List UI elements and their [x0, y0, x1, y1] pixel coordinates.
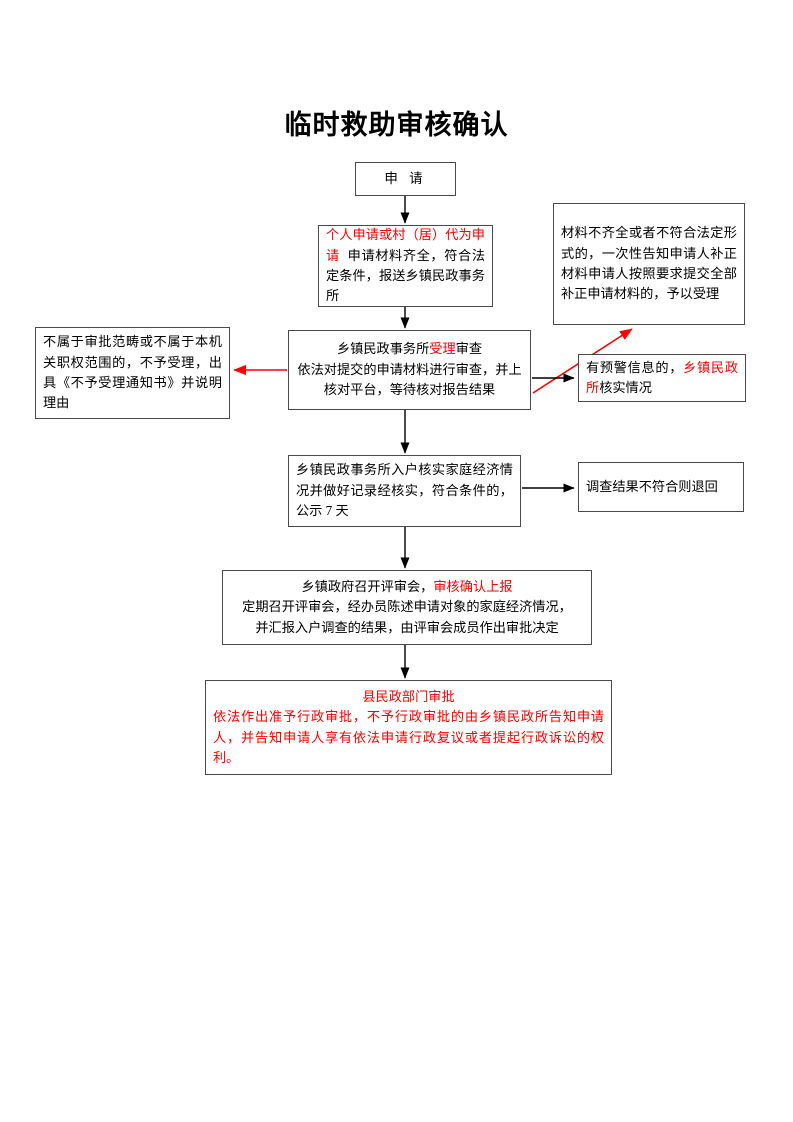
node-submit-text: 个人申请或村（居）代为申请 申请材料齐全，符合法定条件，报送乡镇民政事务所 — [326, 225, 485, 307]
node-review-highlight: 审核确认上报 — [433, 578, 513, 594]
node-county-approval[interactable]: 县民政部门审批 依法作出准予行政审批，不予行政审批的由乡镇民政所告知申请人，并告… — [205, 680, 612, 775]
node-acceptance-review[interactable]: 乡镇民政事务所受理审查 依法对提交的申请材料进行审查，并上核对平台，等待核对报告… — [288, 330, 531, 410]
node-approval-headline: 县民政部门审批 — [362, 688, 455, 704]
node-apply[interactable]: 申 请 — [355, 162, 456, 196]
node-review-body-line1: 定期召开评审会，经办员陈述申请对象的家庭经济情况， — [242, 599, 572, 615]
node-accept-highlight: 受理 — [429, 341, 456, 357]
node-review-headline: 乡镇政府召开评审会，审核确认上报 — [301, 578, 513, 594]
node-homevisit-text: 乡镇民政事务所入户核实家庭经济情况并做好记录经核实，符合条件的，公示 7 天 — [296, 462, 513, 519]
node-home-visit[interactable]: 乡镇民政事务所入户核实家庭经济情况并做好记录经核实，符合条件的，公示 7 天 — [288, 455, 521, 527]
node-review-meeting[interactable]: 乡镇政府召开评审会，审核确认上报 定期召开评审会，经办员陈述申请对象的家庭经济情… — [222, 570, 592, 645]
node-accept-headline: 乡镇民政事务所受理审查 — [336, 341, 483, 357]
node-submit-body: 申请材料齐全，符合法定条件，报送乡镇民政事务所 — [326, 247, 486, 304]
node-warning-highlight: 乡镇民政所 — [586, 359, 739, 395]
node-accept-body: 依法对提交的申请材料进行审查，并上核对平台，等待核对报告结果 — [297, 361, 522, 398]
node-warning-text: 有预警信息的，乡镇民政所核实情况 — [586, 359, 739, 395]
node-incomplete-materials[interactable]: 材料不齐全或者不符合法定形式的，一次性告知申请人补正材料申请人按照要求提交全部补… — [553, 203, 745, 325]
node-reject-text: 不属于审批范畴或不属于本机关职权范围的，不予受理，出具《不予受理通知书》并说明理… — [43, 334, 222, 411]
node-return-text: 调查结果不符合则退回 — [586, 478, 718, 494]
node-approval-body: 依法作出准予行政审批，不予行政审批的由乡镇民政所告知申请人，并告知申请人享有依法… — [213, 709, 604, 765]
page-title: 临时救助审核确认 — [284, 110, 509, 140]
node-investigation-return[interactable]: 调查结果不符合则退回 — [578, 462, 744, 512]
node-submit-headline: 个人申请或村（居）代为申请 — [326, 227, 485, 263]
node-not-accepted[interactable]: 不属于审批范畴或不属于本机关职权范围的，不予受理，出具《不予受理通知书》并说明理… — [35, 327, 230, 419]
node-submit[interactable]: 个人申请或村（居）代为申请 申请材料齐全，符合法定条件，报送乡镇民政事务所 — [318, 225, 493, 307]
node-review-body-line2: 并汇报入户调查的结果，由评审会成员作出审批决定 — [255, 619, 559, 635]
node-apply-label: 申 请 — [384, 170, 427, 186]
node-incomplete-text: 材料不齐全或者不符合法定形式的，一次性告知申请人补正材料申请人按照要求提交全部补… — [561, 225, 737, 302]
node-warning-verification[interactable]: 有预警信息的，乡镇民政所核实情况 — [578, 354, 746, 402]
